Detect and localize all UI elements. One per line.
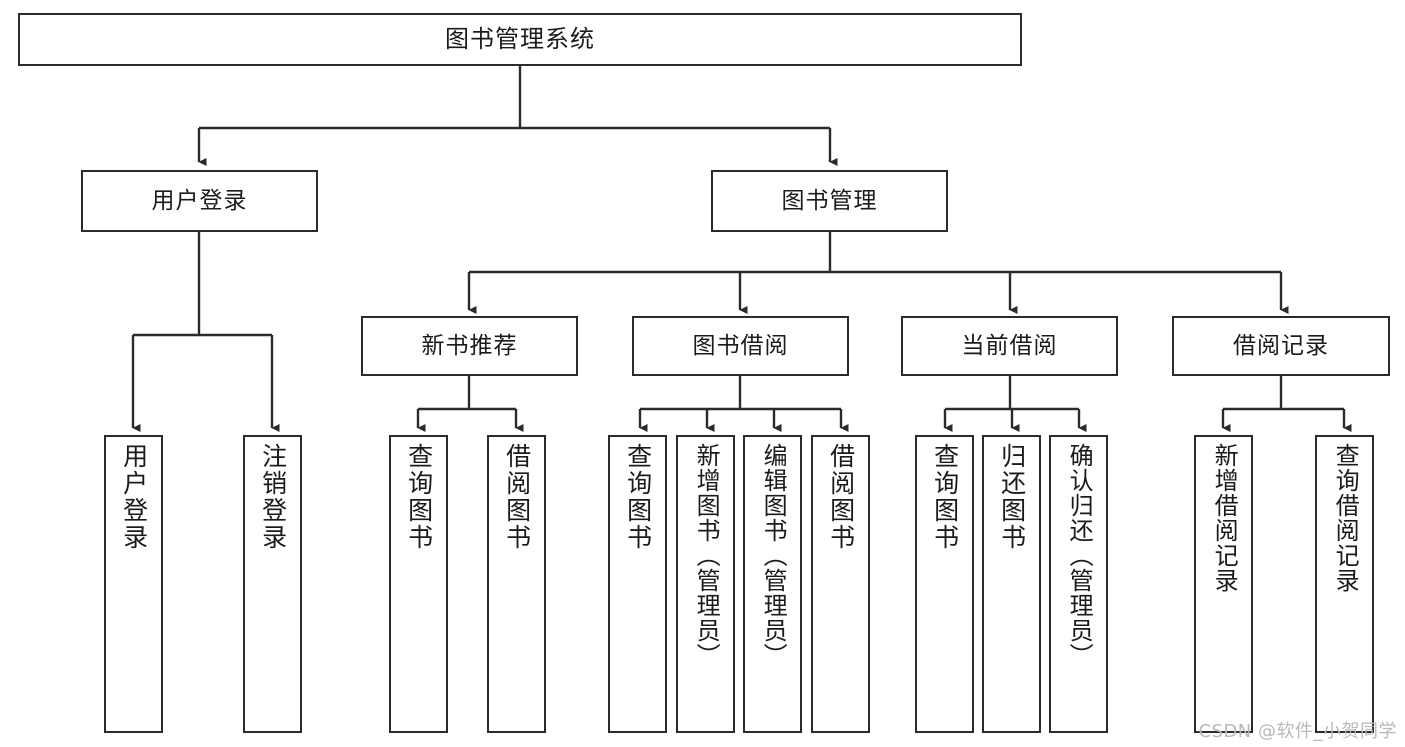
leaf-query-borrow-record[interactable]: 查询借阅记录 <box>1315 435 1374 733</box>
node-label: 用户登录 <box>151 187 248 214</box>
node-root-system[interactable]: 图书管理系统 <box>18 13 1022 66</box>
leaf-user-login[interactable]: 用户登录 <box>104 435 163 733</box>
node-label: 查询图书 <box>623 443 653 551</box>
node-book-borrow[interactable]: 图书借阅 <box>632 316 849 376</box>
node-label: 当前借阅 <box>961 332 1058 359</box>
leaf-confirm-return-admin[interactable]: 确认归还（管理员） <box>1049 435 1108 733</box>
leaf-edit-book-admin[interactable]: 编辑图书（管理员） <box>743 435 802 733</box>
node-label: 借阅记录 <box>1233 332 1329 359</box>
csdn-watermark: CSDN @软件_小贺同学 <box>1198 721 1397 742</box>
leaf-query-book-recommend[interactable]: 查询图书 <box>389 435 448 733</box>
node-label: 借阅图书 <box>502 443 532 551</box>
node-new-book-recommend[interactable]: 新书推荐 <box>361 316 578 376</box>
node-label: 用户登录 <box>119 443 149 551</box>
node-label: 新书推荐 <box>421 332 518 359</box>
leaf-add-borrow-record[interactable]: 新增借阅记录 <box>1194 435 1253 733</box>
node-label: 新增借阅记录 <box>1210 443 1239 593</box>
node-label: 借阅图书 <box>826 443 856 551</box>
node-label: 图书管理 <box>781 187 878 214</box>
leaf-add-book-admin[interactable]: 新增图书（管理员） <box>676 435 735 733</box>
leaf-return-book[interactable]: 归还图书 <box>982 435 1041 733</box>
leaf-query-book-current[interactable]: 查询图书 <box>915 435 974 733</box>
node-label: 归还图书 <box>997 443 1027 551</box>
node-label: 查询借阅记录 <box>1331 443 1360 593</box>
leaf-borrow-book-recommend[interactable]: 借阅图书 <box>487 435 546 733</box>
node-label: 查询图书 <box>404 443 434 551</box>
node-label: 注销登录 <box>258 443 288 551</box>
node-label: 新增图书（管理员） <box>692 443 721 668</box>
leaf-logout[interactable]: 注销登录 <box>243 435 302 733</box>
node-borrow-record[interactable]: 借阅记录 <box>1172 316 1390 376</box>
node-label: 图书管理系统 <box>445 24 595 53</box>
node-label: 确认归还（管理员） <box>1065 443 1094 668</box>
leaf-query-book-borrow[interactable]: 查询图书 <box>608 435 667 733</box>
node-user-login[interactable]: 用户登录 <box>81 170 318 232</box>
node-current-borrow[interactable]: 当前借阅 <box>901 316 1118 376</box>
node-book-management[interactable]: 图书管理 <box>711 170 948 232</box>
node-label: 图书借阅 <box>692 332 789 359</box>
leaf-borrow-book[interactable]: 借阅图书 <box>811 435 870 733</box>
node-label: 查询图书 <box>930 443 960 551</box>
node-label: 编辑图书（管理员） <box>759 443 788 668</box>
